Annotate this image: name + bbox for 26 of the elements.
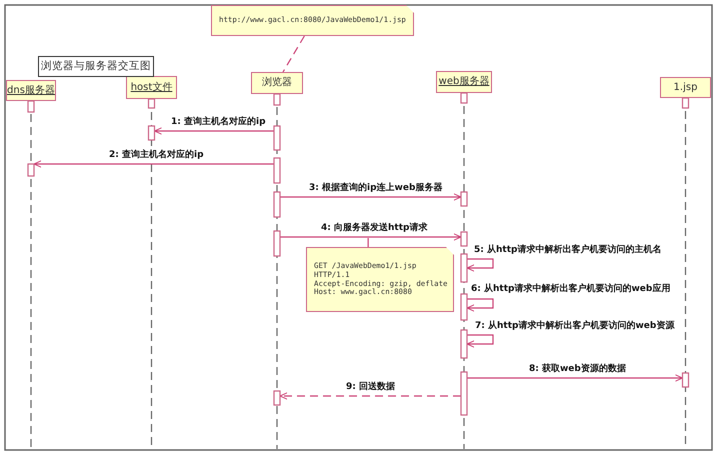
message-arrow — [280, 233, 462, 241]
message-arrow — [34, 160, 274, 168]
diagram-title-box: 浏览器与服务器交互图 — [38, 56, 154, 77]
message-arrow — [280, 193, 462, 201]
message-arrow — [280, 392, 461, 400]
note-connector — [282, 36, 305, 72]
participant-box: host文件 — [126, 76, 177, 99]
message-label: 3: 根据查询的ip连上web服务器 — [308, 184, 444, 194]
message-label: 9: 回送数据 — [345, 383, 396, 393]
self-message-arrow — [466, 334, 494, 348]
self-message-arrow — [466, 258, 494, 272]
message-label: 1: 查询主机名对应的ip — [170, 118, 267, 128]
participant-box: 1.jsp — [660, 77, 711, 98]
message-label: 5: 从http请求中解析出客户机要访问的主机名 — [473, 246, 662, 256]
message-label: 7: 从http请求中解析出客户机要访问的web资源 — [474, 322, 676, 332]
message-label: 8: 获取web资源的数据 — [528, 365, 627, 375]
message-arrow — [467, 374, 683, 382]
participant-box: dns服务器 — [6, 80, 56, 101]
message-arrow — [154, 127, 274, 135]
participant-box: web服务器 — [436, 71, 492, 93]
message-label: 4: 向服务器发送http请求 — [320, 224, 428, 234]
message-label: 6: 从http请求中解析出客户机要访问的web应用 — [470, 285, 672, 295]
self-message-arrow — [466, 298, 494, 312]
message-label: 2: 查询主机名对应的ip — [108, 151, 205, 161]
note-connector — [368, 238, 369, 247]
participant-box: 浏览器 — [251, 72, 303, 94]
